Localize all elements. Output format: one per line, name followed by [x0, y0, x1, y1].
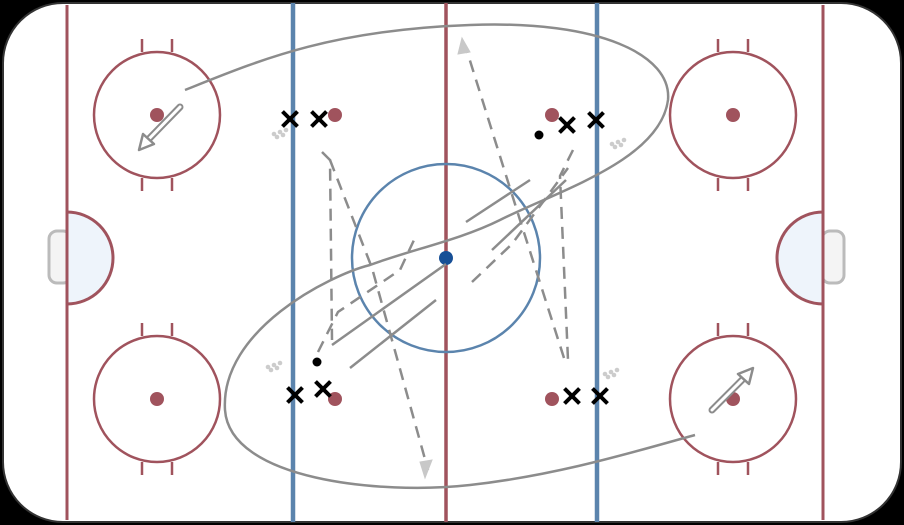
faceoff-circle-bottom-left — [92, 323, 222, 475]
pile-puck — [280, 132, 286, 138]
player-x7 — [563, 387, 581, 405]
pile-puck — [274, 365, 280, 371]
player-x3 — [558, 116, 576, 134]
skate-line-3 — [349, 299, 437, 369]
pile-puck — [277, 360, 283, 366]
player-stroke — [314, 380, 332, 398]
faceoff-dot-top-left — [150, 108, 164, 122]
faceoff-circle-top-left — [92, 39, 222, 191]
shot-right — [708, 366, 755, 414]
players — [281, 110, 609, 405]
player-x1 — [281, 110, 299, 128]
pile-puck — [614, 367, 620, 373]
right-goal-area — [775, 210, 846, 306]
pile-puck — [612, 144, 618, 150]
pile-puck — [268, 367, 274, 373]
pile-puck — [608, 369, 614, 375]
pile-puck — [271, 362, 277, 368]
faceoff-ring-top-left — [92, 50, 222, 180]
neutral-dot-top-right — [545, 108, 559, 122]
skate-loop — [184, 23, 696, 490]
puck-pile-1 — [271, 127, 289, 140]
player-x5 — [286, 386, 304, 404]
shot-left — [137, 103, 184, 152]
puck-pile-2 — [609, 137, 627, 150]
skate-line-4 — [331, 262, 447, 347]
skating-lines — [331, 178, 567, 369]
puck-pile-4 — [602, 367, 620, 380]
center-faceoff-dot — [439, 251, 453, 265]
player-stroke — [563, 387, 581, 405]
player-x8 — [591, 387, 609, 405]
player-x6 — [314, 380, 332, 398]
puck-pile-3 — [265, 360, 283, 373]
neutral-dot-top-left — [328, 108, 342, 122]
player-x4 — [587, 111, 605, 129]
pass-route-5 — [558, 149, 575, 361]
skate-line-1 — [465, 178, 531, 224]
right-net — [820, 229, 846, 285]
pile-puck — [609, 141, 615, 147]
shot-left-shaft-inner — [142, 105, 182, 146]
shot-left-head — [137, 132, 156, 152]
shot-right-head — [736, 366, 755, 386]
faceoff-ring-bottom-right — [668, 334, 798, 464]
pass-routes — [316, 36, 575, 480]
puck-piles — [265, 127, 627, 380]
pass-route-6 — [464, 47, 566, 359]
player-stroke — [286, 386, 304, 404]
pile-puck — [283, 127, 289, 133]
neutral-dot-bottom-right — [545, 392, 559, 406]
faceoff-circle-top-right — [668, 39, 798, 191]
pass-arrowhead-down — [419, 459, 433, 480]
pile-puck — [277, 129, 283, 135]
player-stroke — [310, 110, 328, 128]
pass-arrowhead-up — [457, 36, 471, 55]
puck-top — [534, 130, 544, 140]
pile-puck — [618, 142, 624, 148]
player-x2 — [310, 110, 328, 128]
pile-puck — [274, 134, 280, 140]
pile-puck — [605, 374, 611, 380]
player-stroke — [281, 110, 299, 128]
pile-puck — [271, 131, 277, 137]
skate-line-2 — [491, 179, 567, 251]
faceoff-ring-top-right — [668, 50, 798, 180]
pile-puck — [615, 139, 621, 145]
faceoff-circles — [92, 39, 798, 475]
faceoff-dot-bottom-left — [150, 392, 164, 406]
pass-route-3 — [316, 239, 416, 353]
faceoff-dot-top-right — [726, 108, 740, 122]
player-stroke — [591, 387, 609, 405]
pile-puck — [265, 364, 271, 370]
faceoff-ring-bottom-left — [92, 334, 222, 464]
puck-bottom — [312, 357, 322, 367]
shot-right-shaft-inner — [710, 372, 750, 412]
player-stroke — [587, 111, 605, 129]
left-crease — [65, 210, 115, 306]
player-stroke — [558, 116, 576, 134]
center-circle — [350, 162, 542, 354]
pile-puck — [621, 137, 627, 143]
pile-puck — [611, 372, 617, 378]
right-crease — [775, 210, 825, 306]
pile-puck — [602, 371, 608, 377]
